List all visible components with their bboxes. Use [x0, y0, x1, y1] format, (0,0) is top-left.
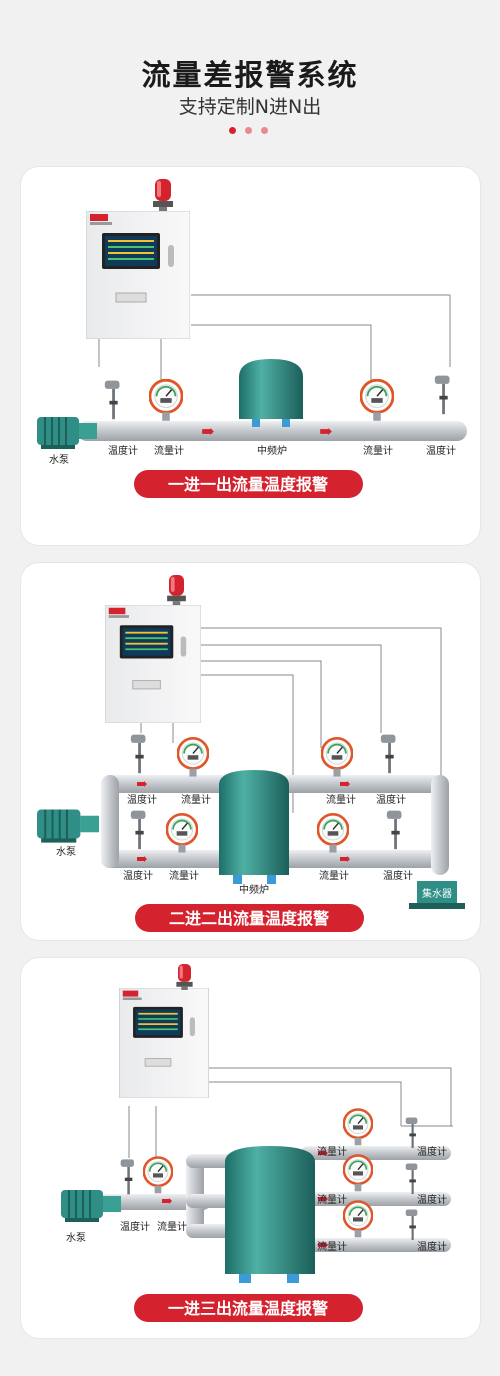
flowmeter-gauge-icon	[360, 379, 394, 421]
caption-pill: 一进一出流量温度报警	[134, 470, 363, 498]
label-flowmeter: 流量计	[326, 793, 356, 806]
label-flowmeter: 流量计	[154, 444, 184, 457]
furnace-tank	[225, 1146, 315, 1283]
alarm-beacon-icon	[176, 964, 193, 990]
thermometer-icon	[405, 1117, 418, 1148]
dot-active	[229, 127, 236, 134]
label-thermometer: 温度计	[376, 793, 406, 806]
outlet-pipe-3	[301, 1238, 451, 1252]
thermometer-icon	[104, 380, 120, 420]
label-thermometer: 温度计	[417, 1145, 447, 1158]
label-thermometer: 温度计	[426, 444, 456, 457]
water-collector	[409, 881, 465, 909]
label-thermometer: 温度计	[120, 1220, 150, 1233]
flowmeter-gauge-icon	[343, 1200, 373, 1238]
thermometer-icon	[380, 734, 396, 774]
label-thermometer: 温度计	[417, 1240, 447, 1253]
flowmeter-gauge-icon	[166, 813, 198, 853]
thermometer-icon	[130, 734, 146, 774]
main-pipe	[77, 421, 467, 441]
control-cabinet	[119, 988, 209, 1098]
label-flowmeter: 流量计	[181, 793, 211, 806]
thermometer-icon	[120, 1159, 134, 1195]
flowmeter-gauge-icon	[143, 1156, 173, 1194]
panel-3: 水泵 温度计 流量计 流量计 温度计 流量计 温度计 流量计 温度计 一进三出流…	[21, 958, 480, 1338]
label-flowmeter: 流量计	[317, 1145, 347, 1158]
outlet-pipe-1	[301, 1146, 451, 1160]
flowmeter-gauge-icon	[149, 379, 183, 421]
page-title: 流量差报警系统	[141, 58, 359, 92]
flowmeter-gauge-icon	[177, 737, 209, 777]
panel-2: 温度计 流量计 流量计 温度计 水泵 温度计 流量计 中频炉 流量计 温度计 集…	[21, 563, 480, 940]
outlet-pipe-2	[301, 1192, 451, 1206]
label-pump: 水泵	[49, 454, 69, 466]
control-cabinet	[105, 605, 201, 723]
thermometer-icon	[405, 1163, 418, 1194]
alarm-beacon-icon	[153, 179, 173, 211]
caption-text: 一进三出流量温度报警	[168, 1299, 328, 1318]
label-thermometer: 温度计	[383, 869, 413, 882]
flowmeter-gauge-icon	[343, 1108, 373, 1146]
furnace-tank	[239, 359, 303, 427]
alarm-beacon-icon	[167, 575, 186, 605]
label-flowmeter: 流量计	[319, 869, 349, 882]
label-thermometer: 温度计	[127, 793, 157, 806]
page-subtitle: 支持定制N进N出	[178, 96, 322, 118]
caption-pill: 一进三出流量温度报警	[134, 1294, 363, 1322]
dot	[261, 127, 268, 134]
right-riser	[431, 775, 449, 875]
label-furnace: 中频炉	[257, 444, 287, 457]
caption-text: 一进一出流量温度报警	[168, 475, 328, 494]
carousel-dots	[229, 127, 268, 134]
control-cabinet	[86, 211, 190, 339]
label-thermometer: 温度计	[108, 444, 138, 457]
thermometer-icon	[434, 375, 450, 415]
flowmeter-gauge-icon	[343, 1154, 373, 1192]
panel-1: 水泵 温度计 流量计 中频炉 流量计 温度计 一进一出流量温度报警	[21, 167, 480, 545]
label-flowmeter: 流量计	[169, 869, 199, 882]
label-pump: 水泵	[56, 846, 76, 858]
label-flowmeter: 流量计	[317, 1193, 347, 1206]
label-pump: 水泵	[66, 1232, 86, 1244]
thermometer-icon	[405, 1209, 418, 1240]
label-thermometer: 温度计	[417, 1193, 447, 1206]
dot	[245, 127, 252, 134]
flowmeter-gauge-icon	[321, 737, 353, 777]
label-furnace: 中频炉	[239, 883, 269, 896]
furnace-tank	[219, 770, 289, 884]
left-riser	[101, 775, 119, 868]
label-flowmeter: 流量计	[363, 444, 393, 457]
label-thermometer: 温度计	[123, 869, 153, 882]
thermometer-icon	[386, 810, 402, 850]
pump-icon	[37, 808, 99, 844]
label-flowmeter: 流量计	[157, 1220, 187, 1233]
label-collector: 集水器	[422, 887, 452, 900]
label-flowmeter: 流量计	[317, 1240, 347, 1253]
caption-text: 二进二出流量温度报警	[169, 909, 329, 928]
flowmeter-gauge-icon	[317, 813, 349, 853]
caption-pill: 二进二出流量温度报警	[135, 904, 364, 932]
thermometer-icon	[130, 810, 146, 850]
